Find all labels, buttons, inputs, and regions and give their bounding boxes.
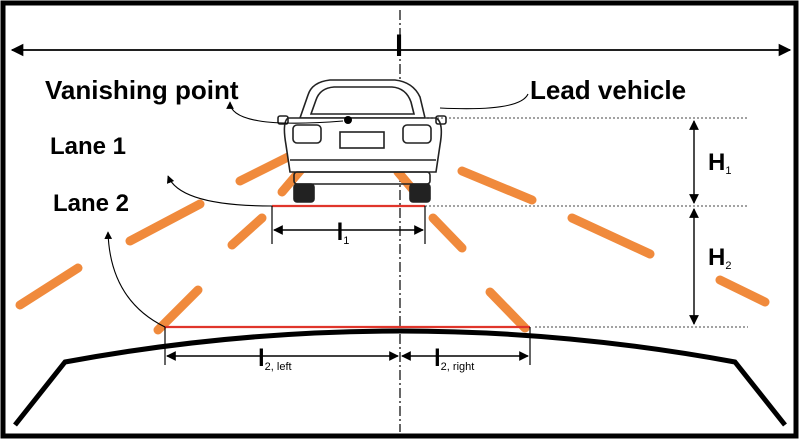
car-plate: [339, 131, 385, 149]
l2-left-label: l2, left: [258, 345, 292, 373]
car-window: [309, 86, 416, 115]
vanishing-point-label: Vanishing point: [45, 75, 239, 105]
lane2-left-dash: [227, 213, 267, 250]
h2-label: H2: [708, 244, 731, 272]
lane1-left-dash: [15, 263, 83, 310]
lane1-left-dash: [125, 199, 205, 246]
reference-lines: [425, 117, 748, 328]
lane1-right-dash: [567, 213, 655, 259]
width-label: l: [395, 30, 403, 63]
lead-vehicle: [277, 79, 447, 203]
lane2-right-dash: [485, 287, 530, 333]
lane2-label: Lane 2: [53, 190, 129, 217]
car-mirror-left: [277, 115, 289, 125]
car-mirror-right: [435, 115, 447, 125]
lead-vehicle-label: Lead vehicle: [530, 75, 686, 105]
l2-right-label: l2, right: [434, 345, 474, 373]
h1-label: H1: [708, 149, 731, 177]
vanishing-point-dot: [344, 116, 352, 124]
lane1-right-dash: [457, 166, 537, 205]
car-roof: [298, 79, 427, 119]
lane1-left-dash: [235, 151, 295, 186]
lane1-label: Lane 1: [50, 133, 126, 160]
l1-label: l1: [337, 219, 350, 247]
lane2-left-dash: [153, 285, 203, 335]
car-body: [283, 117, 443, 173]
road-boundary: [13, 328, 787, 427]
car-bumper: [293, 171, 431, 185]
leader-vanishing-point: [226, 101, 344, 124]
leader-lines: [104, 93, 529, 328]
leader-lead-vehicle: [439, 93, 529, 110]
lane2-right-dash: [428, 213, 467, 253]
car-wheel-left: [293, 183, 315, 203]
car-wheel-right: [409, 183, 431, 203]
lane1-right-dash: [715, 275, 770, 307]
leader-lane2: [104, 231, 166, 328]
leader-lane1: [167, 175, 273, 207]
car-taillight-right: [402, 124, 432, 144]
car-taillight-left: [292, 124, 322, 144]
